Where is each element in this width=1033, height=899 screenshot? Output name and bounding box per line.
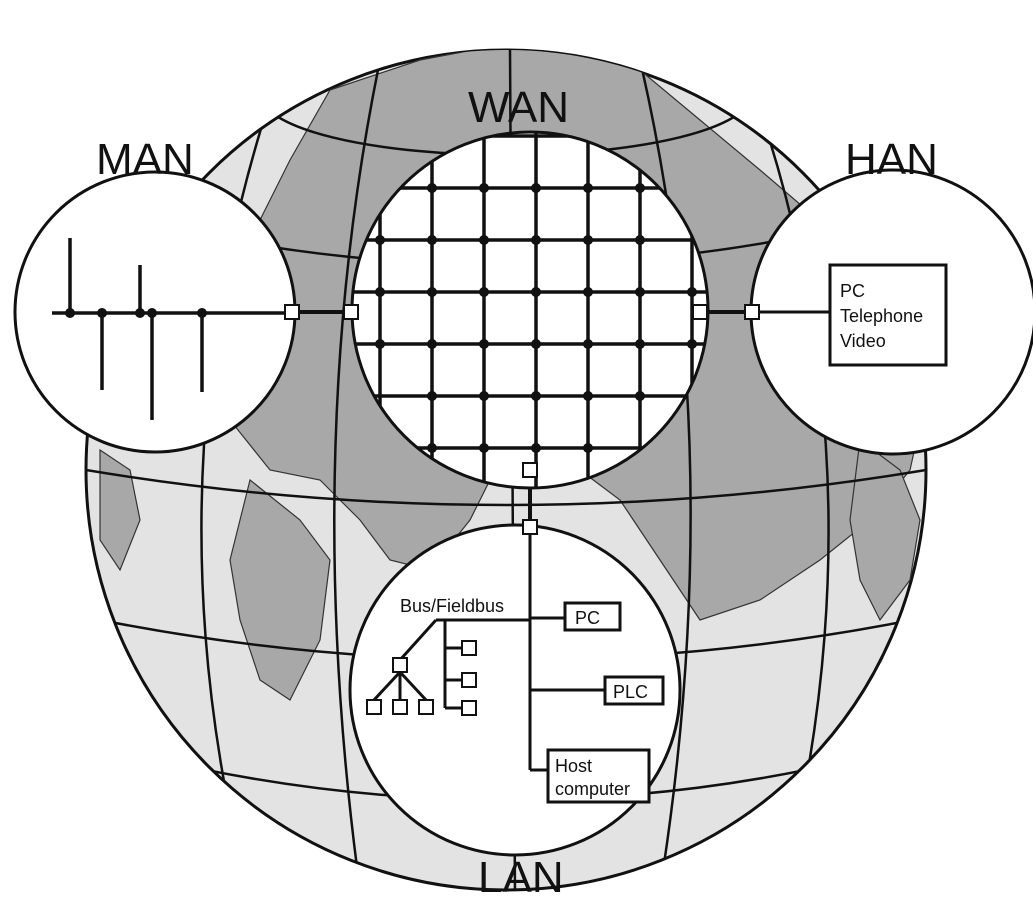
lan-network: Bus/Fieldbus PC PLC Host computer: [348, 523, 682, 857]
wan-mesh-node: [531, 443, 541, 453]
wan-mesh-node: [479, 287, 489, 297]
lan-host-label-2: computer: [555, 779, 630, 799]
wan-mesh-node: [531, 391, 541, 401]
wan-mesh-node: [375, 339, 385, 349]
han-device-pc: PC: [840, 281, 865, 301]
label-wan: WAN: [468, 83, 569, 132]
lan-pc-box: [563, 601, 622, 632]
landmass-east: [849, 438, 921, 622]
man-bus: [52, 238, 292, 420]
wan-mesh-node: [635, 183, 645, 193]
wan-connector-left: [343, 304, 359, 320]
lan-host-label: Host: [555, 756, 592, 776]
wan-mesh-node: [635, 339, 645, 349]
wan-connector-right: [692, 304, 708, 320]
lan-plc-label: PLC: [613, 682, 648, 702]
lan-tree-nodes: [366, 640, 477, 716]
lan-pc-label: PC: [575, 608, 600, 628]
wan-mesh-node: [531, 287, 541, 297]
wan-mesh-node: [375, 235, 385, 245]
wan-mesh-node: [531, 339, 541, 349]
wan-mesh-node: [427, 391, 437, 401]
wan-mesh-node: [583, 287, 593, 297]
han-device-video: Video: [840, 331, 886, 351]
wan-mesh-node: [583, 391, 593, 401]
han-network: PC Telephone Video: [749, 168, 1033, 456]
label-han: HAN: [845, 135, 938, 184]
wan-mesh-node: [635, 287, 645, 297]
man-nodes: [65, 308, 207, 318]
man-connector: [284, 304, 300, 320]
man-network: [13, 170, 297, 454]
wan-mesh-node: [583, 183, 593, 193]
wan-mesh-node: [531, 235, 541, 245]
wan-mesh-node: [427, 235, 437, 245]
landmass-west: [99, 448, 141, 572]
wan-mesh-node: [427, 183, 437, 193]
wan-mesh-node: [375, 287, 385, 297]
connectors: [284, 304, 760, 535]
wan-mesh-node: [531, 183, 541, 193]
lan-plc-box: [603, 675, 665, 706]
wan-mesh-node: [583, 235, 593, 245]
wan-mesh-node: [427, 339, 437, 349]
lan-host-box: [546, 748, 651, 804]
wan-mesh-node: [479, 235, 489, 245]
wan-mesh-node: [479, 391, 489, 401]
wan-mesh-node: [427, 287, 437, 297]
wan-mesh-node: [635, 235, 645, 245]
lan-wiring: [372, 527, 605, 772]
wan-mesh-node: [635, 391, 645, 401]
wan-network: [350, 130, 710, 490]
lan-bus-label: Bus/Fieldbus: [400, 596, 504, 616]
han-device-box: [828, 263, 948, 367]
wan-mesh-node: [583, 339, 593, 349]
lan-connector: [522, 519, 538, 535]
wan-connector-bottom: [522, 462, 538, 478]
han-device-telephone: Telephone: [840, 306, 923, 326]
wan-mesh-node: [687, 339, 697, 349]
wan-mesh-node: [583, 443, 593, 453]
wan-mesh-node: [479, 339, 489, 349]
label-lan: LAN: [478, 853, 564, 899]
wan-mesh-node: [427, 443, 437, 453]
wan-mesh-node: [479, 443, 489, 453]
han-connector: [744, 304, 760, 320]
wan-mesh-node: [687, 287, 697, 297]
wan-mesh-node: [479, 183, 489, 193]
label-man: MAN: [96, 135, 194, 184]
